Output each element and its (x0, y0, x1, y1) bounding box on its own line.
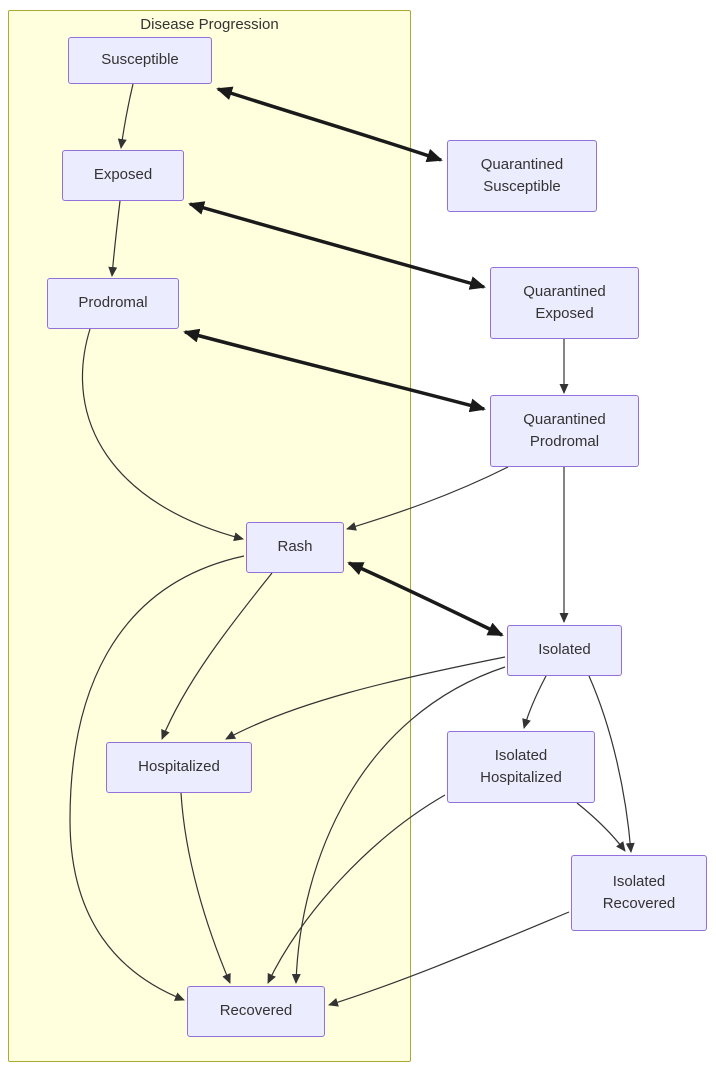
node-isolated-hospitalized: Isolated Hospitalized (447, 731, 595, 803)
edge-hospitalized-to-recovered (180, 792, 231, 984)
edge-isolated-to-recovered (291, 666, 506, 984)
edge-rash-to-hospitalized (161, 572, 273, 740)
edge-exposed-quarantined-exposed (188, 201, 486, 290)
edge-susceptible-to-exposed (117, 83, 134, 149)
node-susceptible: Susceptible (68, 37, 212, 84)
edge-prodromal-to-rash (81, 328, 244, 542)
node-quarantined-exposed: Quarantined Exposed (490, 267, 639, 339)
node-quarantined-prodromal: Quarantined Prodromal (490, 395, 639, 467)
node-rash: Rash (246, 522, 344, 573)
edge-isolated-to-hospitalized (225, 656, 506, 740)
edge-isolated-to-isolated-recovered (588, 675, 635, 853)
node-isolated-recovered: Isolated Recovered (571, 855, 707, 931)
edge-prodromal-quarantined-prodromal (183, 328, 486, 413)
edge-rash-isolated (347, 561, 504, 637)
node-isolated: Isolated (507, 625, 622, 676)
edge-susceptible-quarantined-susceptible (216, 86, 443, 163)
edge-isolated-hospitalized-to-recovered (267, 794, 446, 984)
cluster-title: Disease Progression (140, 16, 279, 33)
edge-exposed-to-prodromal (108, 200, 121, 277)
node-hospitalized: Hospitalized (106, 742, 252, 793)
node-quarantined-susceptible: Quarantined Susceptible (447, 140, 597, 212)
edge-isolated-recovered-to-recovered (328, 911, 570, 1007)
edge-isolated-to-isolated-hospitalized (522, 675, 547, 729)
edge-quarantined-prodromal-to-rash (346, 466, 509, 531)
edge-isolated-hospitalized-to-isolated-recovered (576, 802, 626, 852)
node-prodromal: Prodromal (47, 278, 179, 329)
node-recovered: Recovered (187, 986, 325, 1037)
edge-rash-to-recovered (69, 555, 245, 1001)
node-exposed: Exposed (62, 150, 184, 201)
